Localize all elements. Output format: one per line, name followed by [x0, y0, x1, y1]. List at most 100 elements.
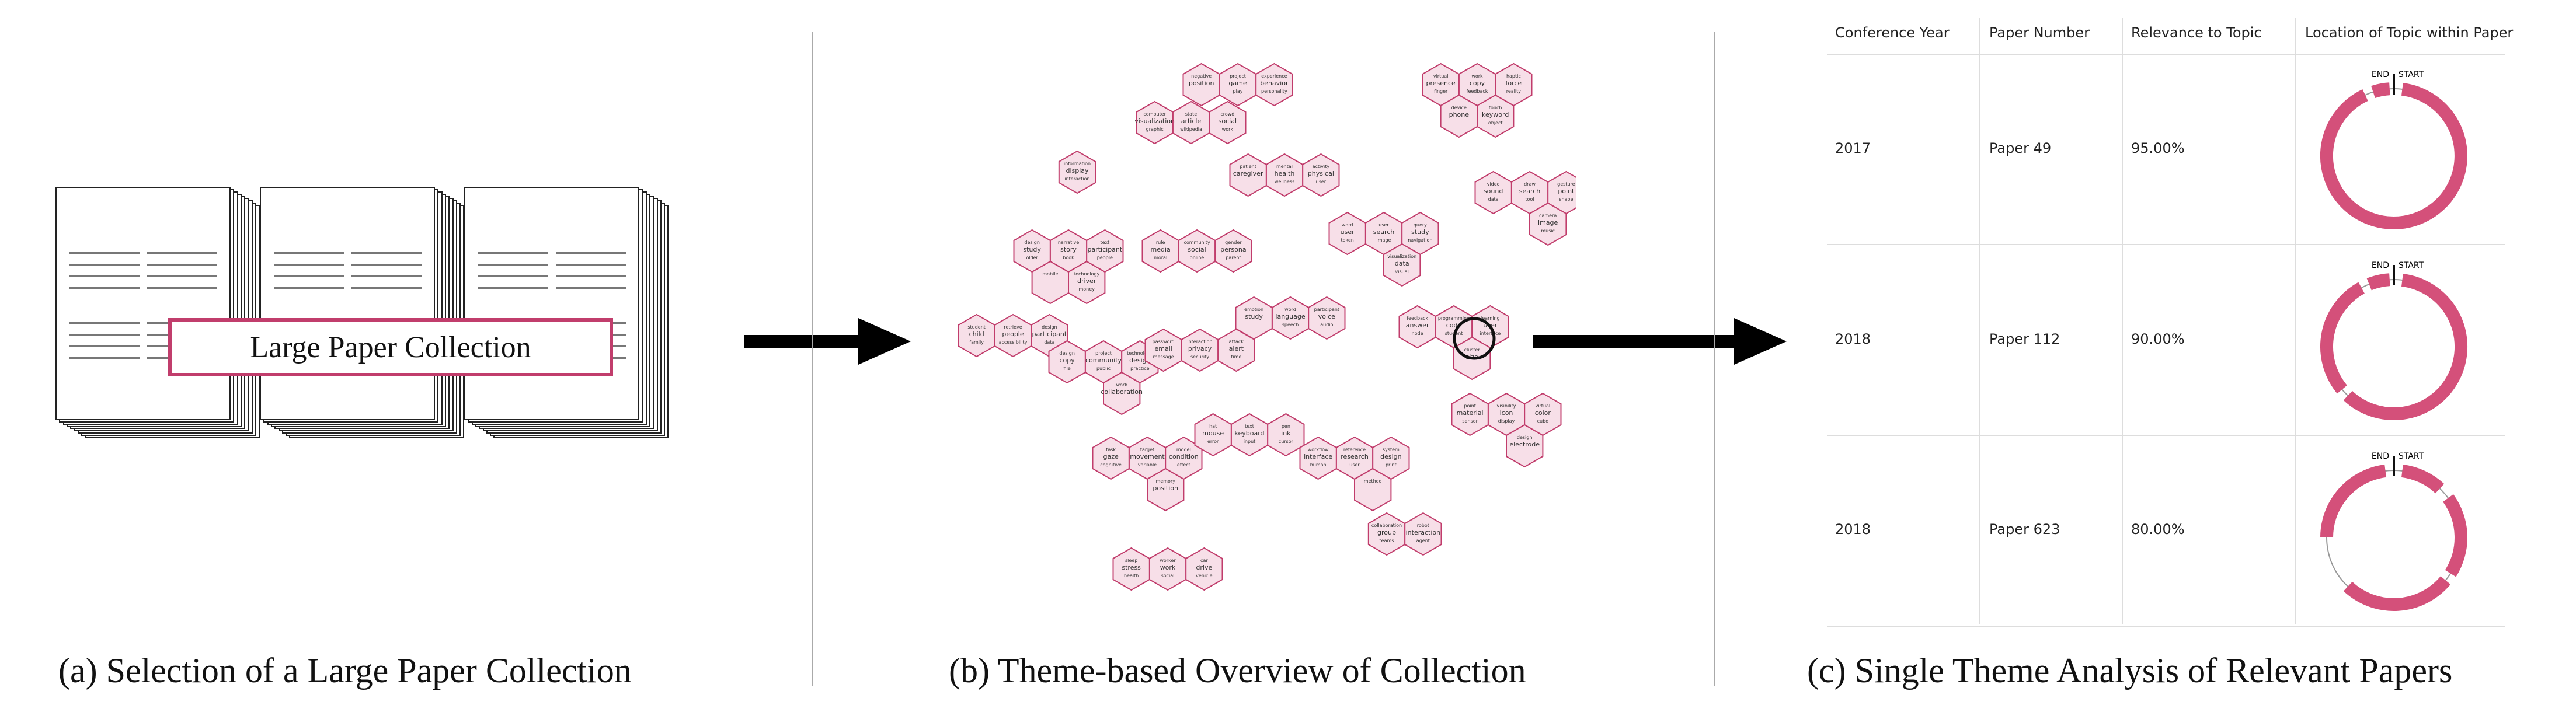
theme-cluster[interactable]: referenceresearchusersystemdesignprintwo…: [1299, 436, 1410, 512]
theme-word: game: [1228, 79, 1247, 87]
theme-hex[interactable]: [1451, 392, 1489, 437]
theme-word: sensor: [1462, 418, 1478, 424]
theme-hex[interactable]: [1031, 260, 1069, 305]
theme-hex[interactable]: [1136, 100, 1174, 145]
theme-hex[interactable]: [1092, 436, 1130, 480]
theme-word: vehicle: [1196, 573, 1213, 578]
theme-cluster[interactable]: usersearchimagequerystudynavigationwordu…: [1328, 211, 1439, 287]
theme-hex[interactable]: [958, 313, 995, 358]
theme-cluster[interactable]: mentalhealthwellnessactivityphysicaluser…: [1229, 153, 1340, 197]
theme-cluster[interactable]: workcopyfeedbackhapticforcerealityvirtua…: [1422, 62, 1533, 138]
theme-hex[interactable]: [1506, 424, 1544, 468]
theme-hex[interactable]: [1058, 150, 1096, 194]
theme-hex[interactable]: [1529, 202, 1567, 246]
theme-hex[interactable]: [1299, 436, 1337, 480]
theme-hex[interactable]: [1398, 305, 1436, 349]
theme-word: data: [1044, 340, 1054, 345]
theme-cluster[interactable]: narrativestorybooktextparticipantpeopled…: [1013, 229, 1124, 305]
text-line: [69, 275, 140, 277]
theme-word: email: [1154, 345, 1172, 352]
theme-word: negative: [1191, 74, 1212, 79]
theme-hex[interactable]: [1383, 243, 1421, 287]
theme-hex[interactable]: [1182, 62, 1220, 107]
text-line: [69, 264, 140, 266]
theme-cluster[interactable]: communitysocialonlinegenderpersonaparent…: [1141, 229, 1252, 273]
theme-hex[interactable]: [1267, 413, 1305, 457]
theme-word: cube: [1537, 418, 1549, 424]
theme-word: book: [1063, 255, 1074, 260]
theme-hex[interactable]: [1404, 512, 1442, 556]
theme-word: personality: [1261, 89, 1287, 94]
theme-cluster[interactable]: targetmovementvariablemodelconditioneffe…: [1092, 436, 1203, 512]
paper-sheet: [260, 187, 435, 420]
theme-word: sleep: [1125, 558, 1137, 563]
theme-hex[interactable]: [1302, 153, 1340, 197]
theme-cluster[interactable]: interactionprivacysecurityattackalerttim…: [1144, 328, 1255, 372]
theme-hex[interactable]: [1048, 340, 1086, 384]
theme-hex[interactable]: [1308, 296, 1346, 340]
theme-word: older: [1026, 255, 1038, 260]
theme-word: position: [1153, 484, 1178, 492]
theme-hex[interactable]: [1328, 211, 1366, 256]
text-line: [69, 345, 140, 347]
theme-word: alert: [1229, 345, 1244, 352]
selected-theme-highlight[interactable]: [1453, 317, 1496, 360]
theme-hex[interactable]: [1235, 296, 1273, 340]
theme-word: participant: [1032, 330, 1067, 338]
header-paper-number: Paper Number: [1989, 25, 2090, 41]
theme-hex[interactable]: [1103, 371, 1141, 416]
theme-word: study: [1411, 228, 1429, 236]
theme-word: security: [1190, 354, 1209, 359]
theme-cluster[interactable]: workerworksocialcardrivevehiclesleepstre…: [1112, 547, 1223, 591]
theme-word: feedback: [1467, 89, 1488, 94]
theme-word: tool: [1525, 197, 1534, 202]
text-line: [69, 252, 140, 254]
theme-hex[interactable]: [1255, 62, 1293, 107]
theme-word: camera: [1539, 213, 1557, 218]
theme-word: computer: [1143, 111, 1166, 117]
theme-hex[interactable]: [1147, 467, 1185, 512]
theme-cluster[interactable]: drawsearchtoolgesturepointshapevideosoun…: [1474, 170, 1577, 246]
theme-hex[interactable]: [1185, 547, 1223, 591]
theme-word: point: [1558, 187, 1575, 195]
text-line: [274, 275, 344, 277]
theme-word: gender: [1225, 240, 1242, 245]
theme-word: teams: [1380, 538, 1394, 543]
theme-word: haptic: [1506, 74, 1521, 79]
theme-hex[interactable]: [1229, 153, 1267, 197]
ring-start-label: START: [2399, 452, 2424, 461]
theme-word: project: [1230, 74, 1246, 79]
theme-cluster[interactable]: projectcommunitypublictechnologydesignpr…: [1048, 340, 1159, 416]
theme-word: effect: [1177, 462, 1190, 467]
theme-cluster[interactable]: textkeyboardinputpeninkcursorhatmouseerr…: [1194, 413, 1305, 457]
theme-hex[interactable]: [1209, 100, 1247, 145]
theme-hex[interactable]: [1474, 170, 1512, 215]
theme-hex[interactable]: [1440, 94, 1478, 138]
theme-word: draw: [1524, 182, 1536, 187]
col-line-1: [1979, 18, 1980, 624]
theme-cluster[interactable]: wordlanguagespeechparticipantvoiceaudioe…: [1235, 296, 1346, 340]
theme-hex[interactable]: [1354, 467, 1392, 512]
theme-hex[interactable]: [1217, 328, 1255, 372]
theme-cluster[interactable]: projectgameplayexperiencebehaviorpersona…: [1182, 62, 1293, 107]
theme-cluster[interactable]: collaborationgroupteamsrobotinteractiona…: [1367, 512, 1442, 556]
theme-word: time: [1231, 354, 1241, 359]
row1-paper: Paper 112: [1989, 331, 2060, 347]
theme-hex[interactable]: [1141, 229, 1179, 273]
theme-word: error: [1207, 439, 1219, 444]
theme-word: technology: [1127, 351, 1153, 356]
theme-word: car: [1200, 558, 1208, 563]
theme-hex[interactable]: [1194, 413, 1232, 457]
theme-hex[interactable]: [1144, 328, 1182, 372]
theme-word: word: [1342, 222, 1353, 228]
theme-word: display: [1066, 167, 1089, 174]
text-line: [556, 275, 626, 277]
theme-cluster[interactable]: visibilityicondisplayvirtualcolorcubepoi…: [1451, 392, 1562, 468]
theme-cluster[interactable]: statearticlewikipediacrowdsocialworkcomp…: [1134, 100, 1247, 145]
theme-hex[interactable]: [1214, 229, 1252, 273]
theme-hex[interactable]: [1112, 547, 1150, 591]
header-location: Location of Topic within Paper: [2305, 25, 2514, 41]
